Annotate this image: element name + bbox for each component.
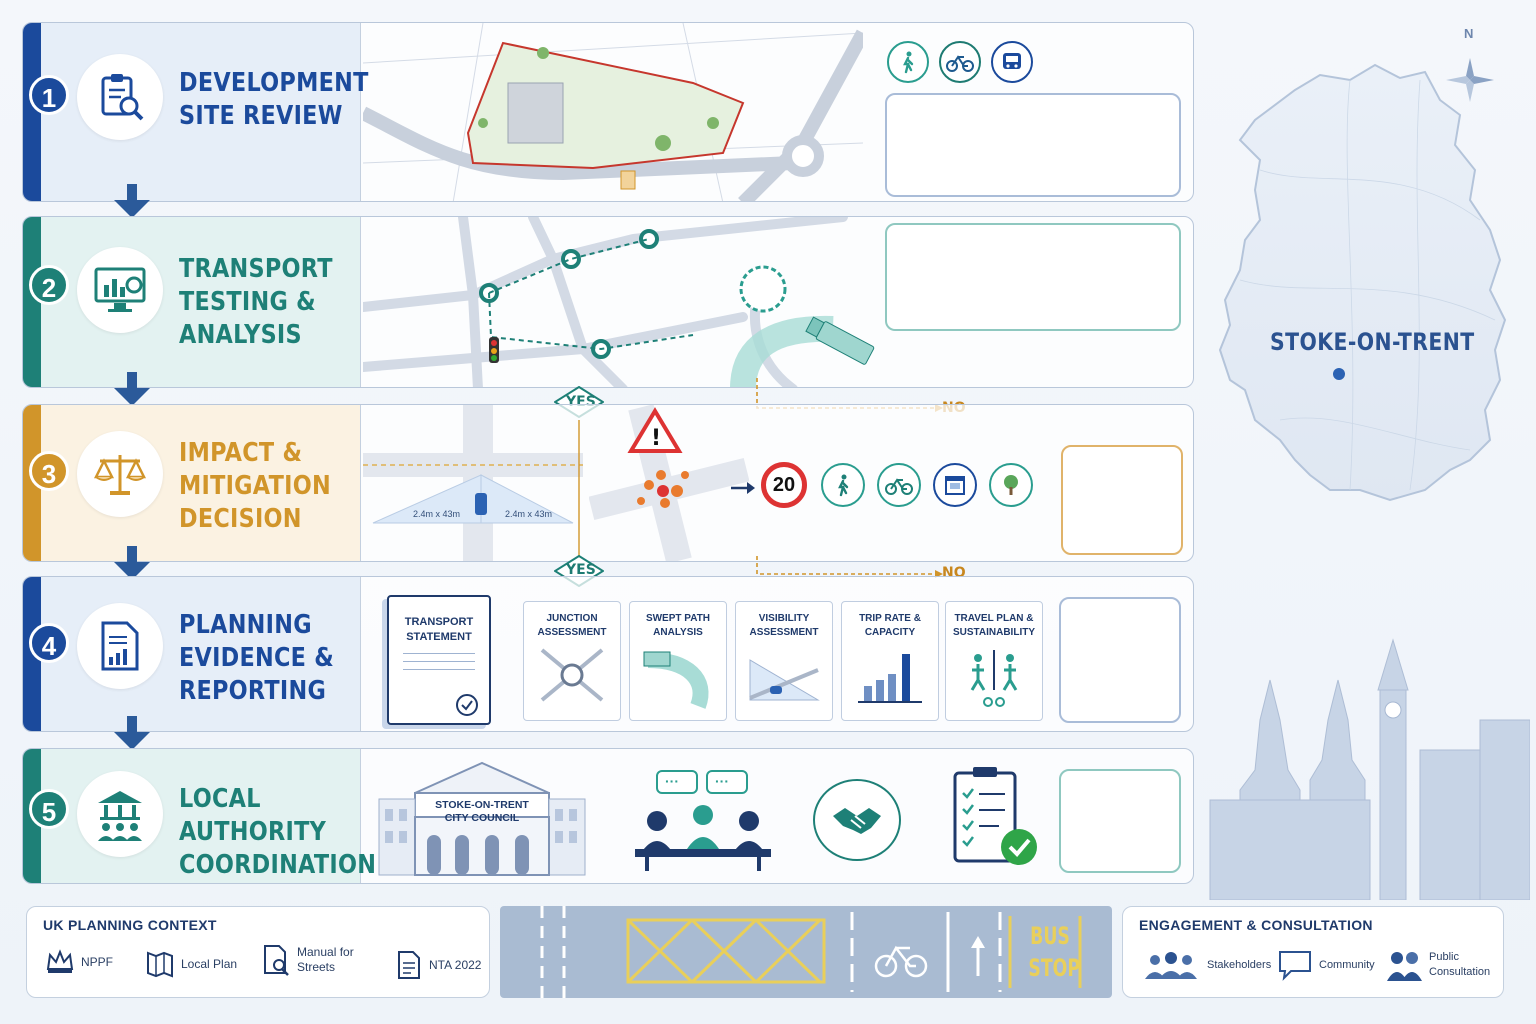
down-arrow-4 <box>114 716 150 750</box>
trip-rate-capacity-card: TRIP RATE &CAPACITY <box>841 601 939 721</box>
stage-5-number: 5 <box>29 789 69 829</box>
crown-icon <box>45 949 75 975</box>
down-arrow-3 <box>114 546 150 580</box>
stage-2-number: 2 <box>29 265 69 305</box>
handshake-icon <box>813 779 901 861</box>
clipboard-search-icon <box>77 54 163 140</box>
visibility-left-label: 2.4m x 43m <box>413 509 460 519</box>
bicycle-marking-icon <box>876 948 926 976</box>
engagement-consultation-panel: ENGAGEMENT & CONSULTATION Stakeholders C… <box>1122 906 1504 998</box>
roundabout-icon <box>532 640 612 710</box>
down-arrow-1 <box>114 184 150 218</box>
site-plan-illustration <box>363 23 863 202</box>
map-region: N STOKE-ON-TRENT <box>1200 20 1530 900</box>
svg-text:···: ··· <box>715 773 729 789</box>
map-city-label: STOKE-ON-TRENT <box>1270 328 1475 356</box>
stage-3-number: 3 <box>29 451 69 491</box>
stoke-map-outline <box>1200 20 1530 900</box>
cycling-icon <box>939 41 981 83</box>
travel-plan-icon <box>954 640 1034 710</box>
document-icon <box>395 949 423 981</box>
engagement-title: ENGAGEMENT & CONSULTATION <box>1139 917 1373 933</box>
swept-path-icon <box>638 640 718 710</box>
scales-icon <box>77 431 163 517</box>
engagement-item-stakeholders: Stakeholders <box>1141 949 1271 981</box>
bar-chart-icon <box>850 640 930 710</box>
planning-context-title: UK PLANNING CONTEXT <box>43 917 217 933</box>
stage-4-number: 4 <box>29 623 69 663</box>
speech-bubble-icon <box>1277 949 1313 981</box>
stage-5-notes-box <box>1059 769 1181 873</box>
stage-1-number: 1 <box>29 75 69 115</box>
collision-junction-illustration: ! <box>589 405 749 562</box>
report-chart-icon <box>77 603 163 689</box>
engagement-item-community: Community <box>1277 949 1375 981</box>
monitor-chart-icon <box>77 247 163 333</box>
bus-shelter-icon <box>933 463 977 507</box>
meeting-discussion-icon: ··· ··· <box>621 769 781 873</box>
network-analysis-illustration <box>363 217 883 388</box>
stage-4-notes-box <box>1059 597 1181 723</box>
travel-plan-sustainability-card: TRAVEL PLAN &SUSTAINABILITY <box>945 601 1043 721</box>
visibility-right-label: 2.4m x 43m <box>505 509 552 519</box>
map-icon <box>145 949 175 979</box>
svg-text:!: ! <box>651 426 661 451</box>
up-arrow-marking-icon <box>971 936 985 976</box>
north-label: N <box>1464 26 1473 41</box>
context-item-local-plan: Local Plan <box>145 949 237 979</box>
svg-text:···: ··· <box>665 773 679 789</box>
document-search-icon <box>261 943 291 977</box>
uk-planning-context-panel: UK PLANNING CONTEXT NPPF Local Plan Manu… <box>26 906 490 998</box>
walking-icon-2 <box>821 463 865 507</box>
people-icon <box>1385 949 1423 981</box>
visibility-splay-illustration <box>363 405 583 562</box>
right-arrow <box>729 477 757 499</box>
stakeholders-icon <box>1141 949 1201 981</box>
bus-icon <box>991 41 1033 83</box>
check-circle-icon <box>455 693 479 717</box>
checklist-approved-icon <box>949 765 1045 871</box>
down-arrow-2 <box>114 372 150 406</box>
visibility-icon <box>744 640 824 710</box>
yes-connector-line <box>578 420 580 556</box>
context-item-nta-2022: NTA 2022 <box>395 949 481 981</box>
tree-icon <box>989 463 1033 507</box>
stage-2-notes-box <box>885 223 1181 331</box>
government-people-icon <box>77 771 163 857</box>
speed-limit-sign: 20 <box>761 462 807 508</box>
compass-icon <box>1446 58 1494 102</box>
cycling-icon-2 <box>877 463 921 507</box>
context-item-nppf: NPPF <box>45 949 113 975</box>
stage-3-notes-box <box>1061 445 1183 555</box>
walking-icon <box>887 41 929 83</box>
stage-1-notes-box <box>885 93 1181 197</box>
